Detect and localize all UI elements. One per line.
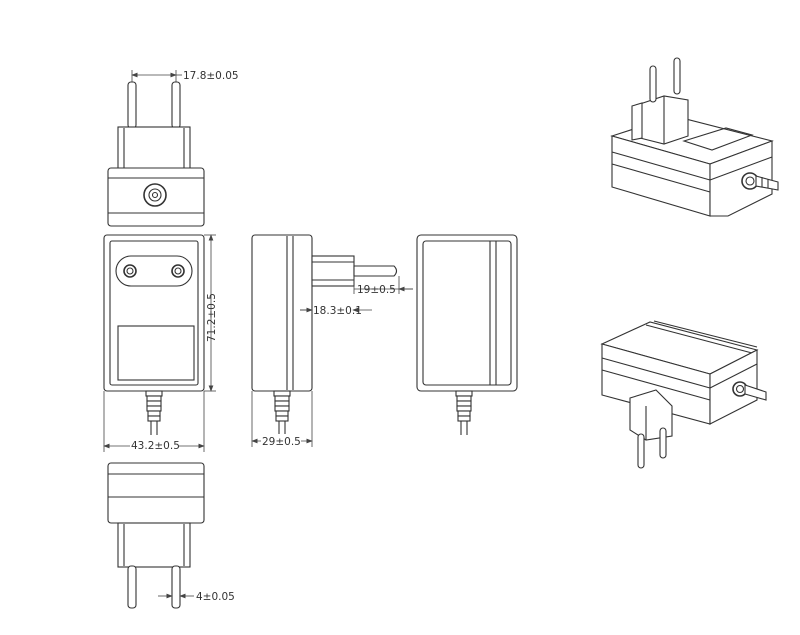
side-view: 19±0.5 18.3±0.1 29±0.5: [251, 234, 413, 448]
front-view-body: [103, 234, 205, 392]
dim-pin-reach: 18.3±0.1: [313, 305, 362, 317]
side-pin: [353, 265, 398, 277]
top-view: 17.8±0.05: [107, 70, 239, 227]
strain-relief: [145, 390, 163, 435]
connector-icon: [143, 183, 167, 207]
back-strain-relief: [455, 390, 473, 435]
back-view-body: [416, 234, 518, 392]
dim-height: 71.2±0.5: [206, 293, 218, 342]
dim-pin-diameter: 4±0.05: [196, 591, 235, 603]
dim-depth: 29±0.5: [262, 436, 301, 448]
side-strain-relief: [273, 390, 291, 435]
pin-right: [171, 81, 181, 129]
dim-width: 43.2±0.5: [131, 440, 180, 452]
bottom-pin-left: [127, 565, 137, 609]
back-view: [416, 234, 518, 435]
front-view: 71.2±0.5 43.2±0.5: [103, 234, 218, 452]
side-view-body: [251, 234, 313, 392]
socket-outline: [115, 255, 193, 287]
bottom-view: 4±0.05: [107, 462, 235, 609]
bottom-pin-right: [171, 565, 181, 609]
dim-pin-length: 19±0.5: [357, 284, 396, 296]
dim-pin-spacing: 17.8±0.05: [183, 70, 239, 82]
pin-left: [127, 81, 137, 129]
label-area: [117, 325, 195, 381]
isometric-view-top: [610, 57, 779, 217]
bottom-view-body: [107, 462, 205, 524]
isometric-view-bottom: [600, 320, 767, 469]
